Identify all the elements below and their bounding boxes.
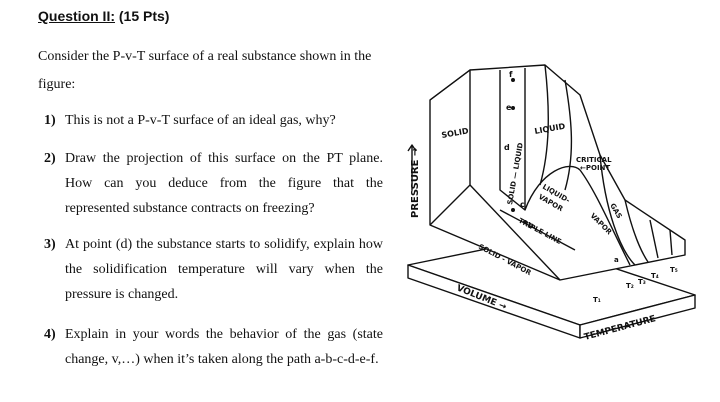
isotherm-t1-label: T₁ — [593, 296, 601, 304]
question-points: (15 Pts) — [118, 8, 170, 24]
isotherm-t2-label: T₂ — [626, 282, 634, 290]
question-heading: Question II: (15 Pts) — [38, 8, 169, 24]
isotherm-t4-label: T₄ — [651, 272, 659, 280]
point-label: ←POINT — [580, 164, 610, 172]
isotherm-curve — [669, 229, 673, 256]
point-a-label: a — [614, 256, 619, 264]
pressure-label: PRESSURE → — [410, 148, 421, 218]
solid-liquid-band — [499, 68, 526, 211]
question-number: 1) — [44, 113, 56, 128]
path-points — [511, 78, 527, 224]
isotherm-curve — [649, 219, 659, 259]
surface-outline — [429, 64, 686, 281]
critical-label: CRITICAL — [576, 156, 612, 164]
liquid-line — [539, 64, 549, 186]
question-text: Explain in your words the behavior of th… — [65, 327, 383, 367]
question-text: Draw the projection of this surface on t… — [65, 151, 383, 216]
base-side-face — [579, 294, 696, 339]
question-number: 3) — [44, 237, 56, 252]
point-b-label: b — [528, 221, 534, 230]
pressure-arrow — [407, 144, 417, 190]
isotherm-t5-label: T₅ — [670, 266, 678, 274]
question-4: 4) Explain in your words the behavior of… — [38, 322, 383, 372]
triple-line — [499, 209, 576, 251]
point-f — [511, 78, 515, 82]
liquid-vapor-dome — [524, 165, 631, 266]
point-c-label: c — [520, 200, 525, 209]
question-number: 4) — [44, 327, 56, 342]
question-text: This is not a P-v-T surface of an ideal … — [65, 113, 336, 128]
point-e — [511, 106, 515, 110]
solid-base-edge — [469, 184, 561, 281]
isotherm-t3-label: T₃ — [638, 278, 646, 286]
pvt-surface-drawing: PRESSURE → VOLUME → TEMPERATURE SOLID LI… — [407, 64, 696, 343]
point-e-label: e — [506, 103, 512, 112]
point-f-label: f — [509, 70, 513, 79]
liquid-line — [564, 79, 573, 191]
question-1: 1) This is not a P-v-T surface of an ide… — [38, 108, 383, 133]
pvt-surface-figure: PRESSURE → VOLUME → TEMPERATURE SOLID LI… — [400, 50, 700, 395]
intro-paragraph: Consider the P-v-T surface of a real sub… — [38, 49, 372, 92]
question-2: 2) Draw the projection of this surface o… — [38, 146, 383, 221]
isotherm-curve — [599, 154, 636, 266]
question-3: 3) At point (d) the substance starts to … — [38, 232, 383, 307]
point-b — [523, 220, 527, 224]
solid-region-edge — [429, 69, 471, 226]
point-d-label: d — [504, 143, 510, 152]
question-label: Question II: — [38, 8, 115, 24]
isotherm-curve — [624, 199, 649, 263]
question-text: At point (d) the substance starts to sol… — [65, 237, 383, 302]
question-number: 2) — [44, 151, 56, 166]
point-c — [511, 208, 515, 212]
